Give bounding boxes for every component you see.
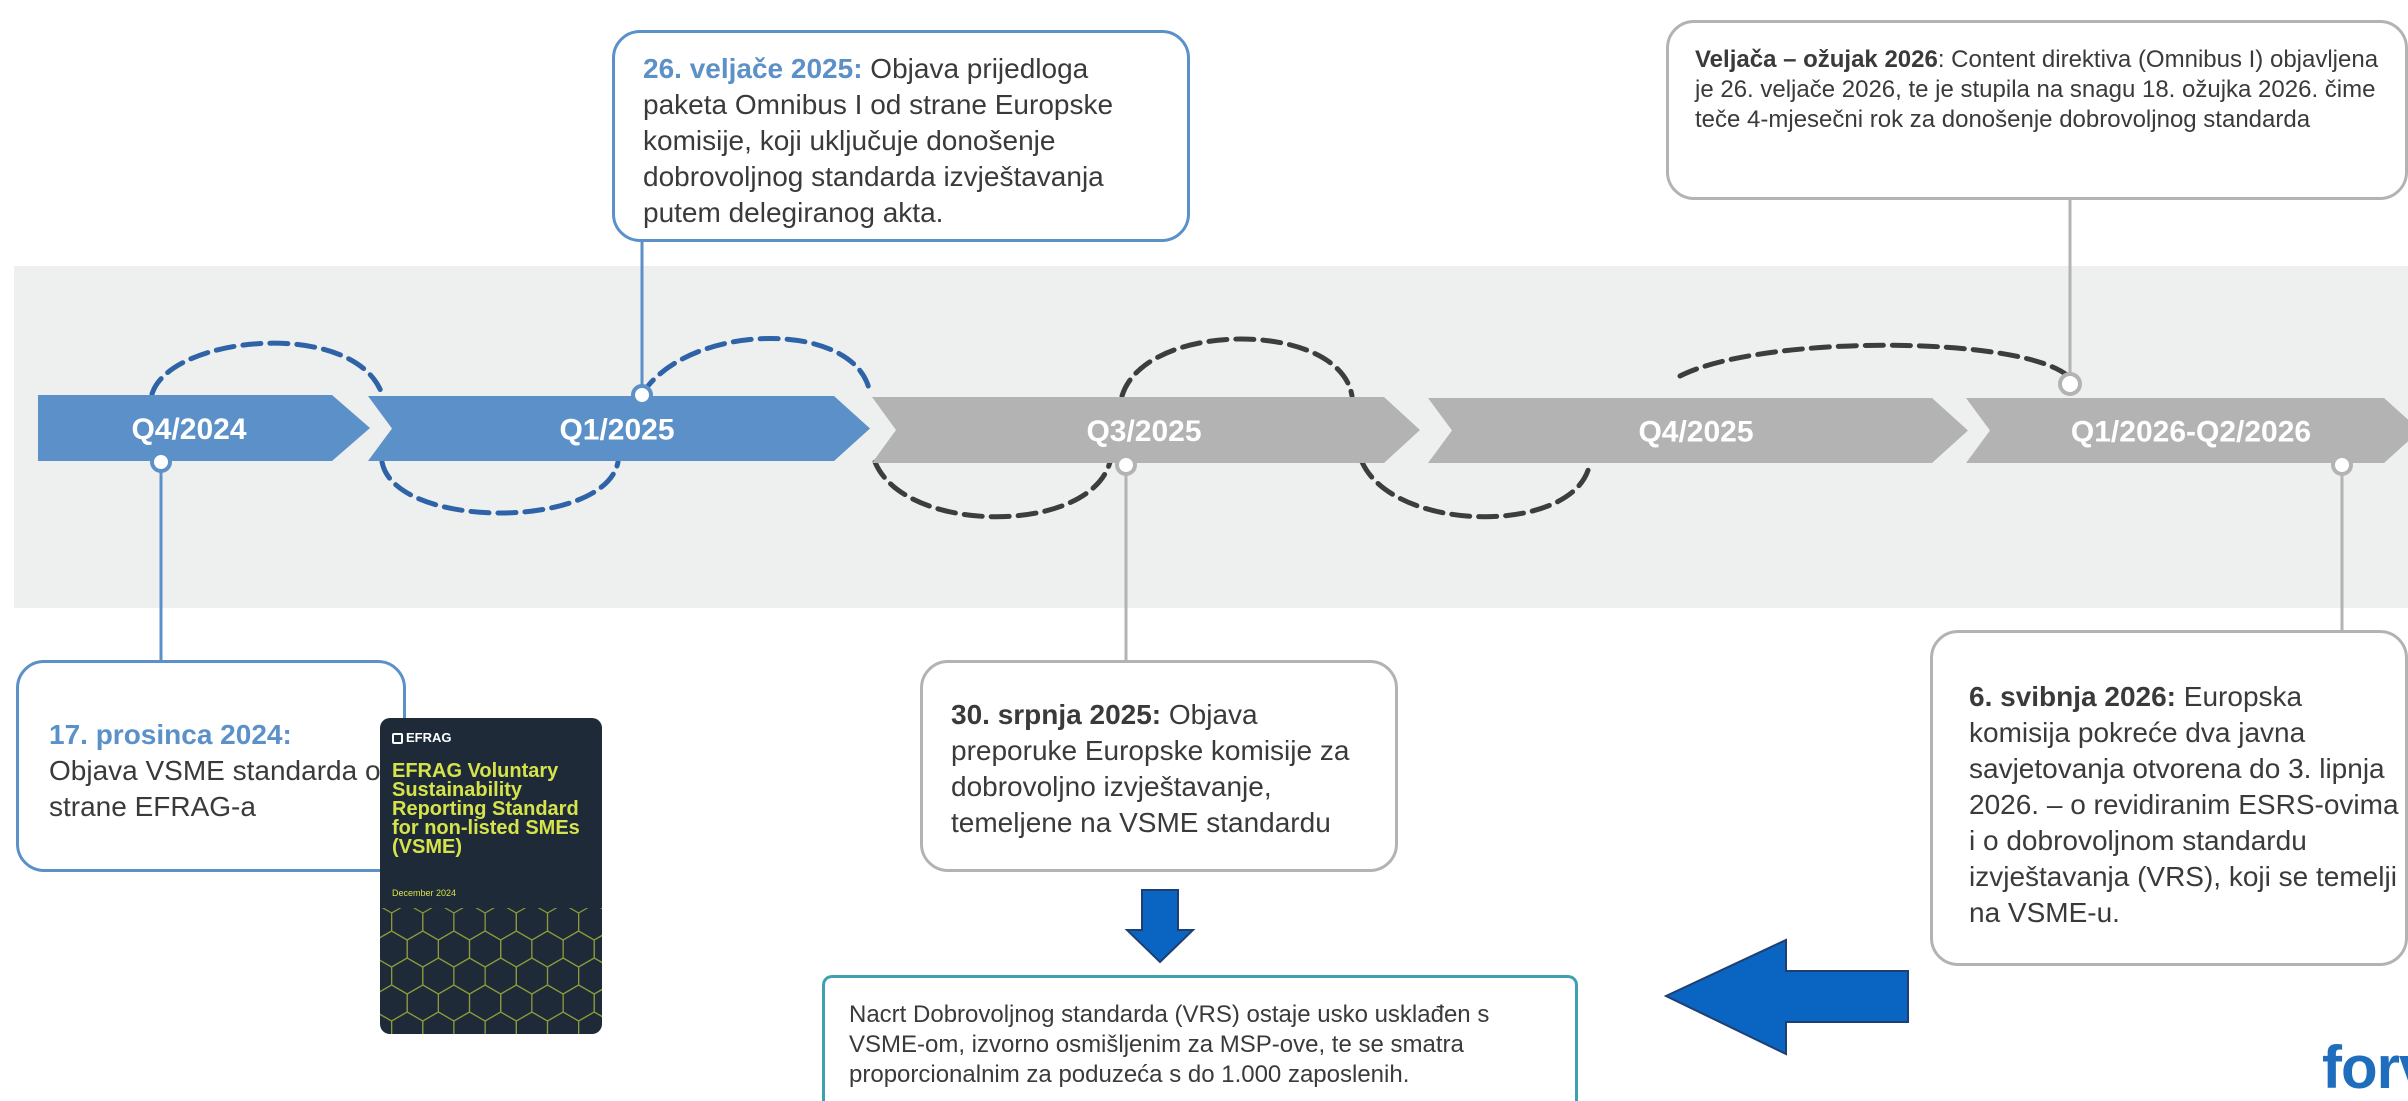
phase-label: Q4/2024 bbox=[131, 413, 246, 446]
phase-label: Q3/2025 bbox=[1086, 415, 1201, 448]
hexagon-shape bbox=[578, 957, 602, 995]
phase-arrow bbox=[1966, 398, 2408, 463]
hexagon-shape bbox=[562, 930, 595, 968]
hexagon-shape bbox=[468, 930, 502, 968]
hexagon-shape bbox=[453, 908, 486, 941]
dashed-arc bbox=[1359, 459, 1593, 520]
dashed-arc bbox=[1119, 336, 1355, 399]
hexagon-shape bbox=[546, 908, 580, 941]
hexagon-shape bbox=[380, 984, 408, 1022]
event-date: 26. veljače 2025: bbox=[643, 53, 863, 84]
hexagon-shape bbox=[531, 930, 564, 968]
hexagon-shape bbox=[380, 1013, 393, 1034]
phase-label: Q1/2026-Q2/2026 bbox=[2071, 416, 2311, 449]
left-arrow bbox=[1663, 938, 1909, 1056]
event-box-jul2025: 30. srpnja 2025: Objava preporuke Europs… bbox=[920, 660, 1398, 872]
event-box-may2026: 6. svibnja 2026: Europska komisija pokre… bbox=[1930, 630, 2408, 966]
phase-arrow bbox=[368, 396, 870, 461]
hexagon-shape bbox=[484, 1011, 517, 1034]
event-box-feb2025: 26. veljače 2025: Objava prijedloga pake… bbox=[612, 30, 1190, 242]
cover-brand: EFRAG bbox=[406, 730, 452, 745]
hexagon-shape bbox=[422, 1011, 455, 1034]
hexagon-shape bbox=[484, 908, 517, 941]
hexagon-shape bbox=[406, 984, 440, 1022]
event-text: : Content direktiva (Omnibus I) objavlje… bbox=[1695, 46, 2379, 133]
hexagon-pattern-icon bbox=[380, 908, 602, 1034]
hexagon-shape bbox=[515, 908, 549, 941]
hexagon-shape bbox=[406, 930, 440, 968]
cover-date: December 2024 bbox=[392, 888, 457, 898]
forvis-logo: forvis bbox=[2322, 1034, 2408, 1101]
event-date: 17. prosinca 2024: bbox=[49, 719, 292, 750]
phase-arrow bbox=[38, 395, 370, 461]
event-text: Objava VSME standarda od strane EFRAG-a bbox=[49, 755, 397, 822]
hexagon-shape bbox=[515, 1011, 549, 1034]
phase-arrow bbox=[872, 397, 1420, 463]
hexagon-shape bbox=[546, 1011, 580, 1034]
hexagon-shape bbox=[391, 957, 424, 995]
event-date: 6. svibnja 2026: bbox=[1969, 681, 2177, 712]
connector-dot bbox=[1115, 454, 1137, 476]
hexagon-shape bbox=[578, 1011, 602, 1034]
event-text: Objava prijedloga paketa Omnibus I od st… bbox=[643, 53, 1114, 228]
connector-dot bbox=[2058, 372, 2082, 396]
connector-dot bbox=[150, 451, 172, 473]
connector-dot bbox=[2331, 454, 2353, 476]
hexagon-shape bbox=[453, 1011, 486, 1034]
event-box-feb-mar2026: Veljača – ožujak 2026: Content direktiva… bbox=[1666, 20, 2408, 200]
hexagon-shape bbox=[531, 984, 564, 1022]
phase-arrow bbox=[1428, 398, 1968, 463]
hexagon-shape bbox=[391, 908, 424, 941]
hexagon-shape bbox=[468, 984, 502, 1022]
hexagon-shape bbox=[380, 930, 408, 968]
note-box: Nacrt Dobrovoljnog standarda (VRS) ostaj… bbox=[822, 975, 1578, 1101]
hexagon-shape bbox=[422, 957, 455, 995]
dashed-arc bbox=[379, 459, 621, 516]
dashed-arc bbox=[872, 459, 1113, 520]
phase-label: Q4/2025 bbox=[1638, 416, 1753, 449]
hexagon-shape bbox=[562, 984, 595, 1022]
hexagon-shape bbox=[453, 957, 486, 995]
hexagon-shape bbox=[391, 1011, 424, 1034]
event-text: Objava preporuke Europske komisije za do… bbox=[951, 699, 1350, 838]
hexagon-shape bbox=[546, 957, 580, 995]
event-date: Veljača – ožujak 2026 bbox=[1695, 46, 1938, 73]
hexagon-shape bbox=[578, 908, 602, 941]
hexagon-shape bbox=[500, 930, 533, 968]
down-arrow bbox=[1124, 889, 1196, 964]
hexagon-shape bbox=[437, 984, 471, 1022]
note-text: Nacrt Dobrovoljnog standarda (VRS) ostaj… bbox=[849, 1001, 1490, 1088]
efrag-brand: EFRAG bbox=[392, 730, 452, 745]
phase-label: Q1/2025 bbox=[559, 414, 674, 447]
event-date: 30. srpnja 2025: bbox=[951, 699, 1162, 730]
hexagon-shape bbox=[515, 957, 549, 995]
hexagon-shape bbox=[484, 957, 517, 995]
dashed-arc bbox=[1677, 342, 2071, 379]
hexagon-shape bbox=[500, 984, 533, 1022]
hexagon-shape bbox=[380, 908, 393, 939]
hexagon-shape bbox=[437, 930, 471, 968]
dashed-arc bbox=[639, 336, 873, 397]
dashed-arc bbox=[149, 340, 385, 397]
efrag-logo-icon bbox=[392, 733, 403, 744]
event-text: Europska komisija pokreće dva javna savj… bbox=[1969, 681, 2399, 928]
cover-title: EFRAG Voluntary Sustainability Reporting… bbox=[392, 760, 580, 858]
efrag-vsme-cover: EFRAG EFRAG Voluntary Sustainability Rep… bbox=[380, 718, 602, 1034]
hexagon-shape bbox=[422, 908, 455, 941]
event-box-dec2024: 17. prosinca 2024: Objava VSME standarda… bbox=[16, 660, 406, 872]
connector-dot bbox=[631, 384, 653, 406]
